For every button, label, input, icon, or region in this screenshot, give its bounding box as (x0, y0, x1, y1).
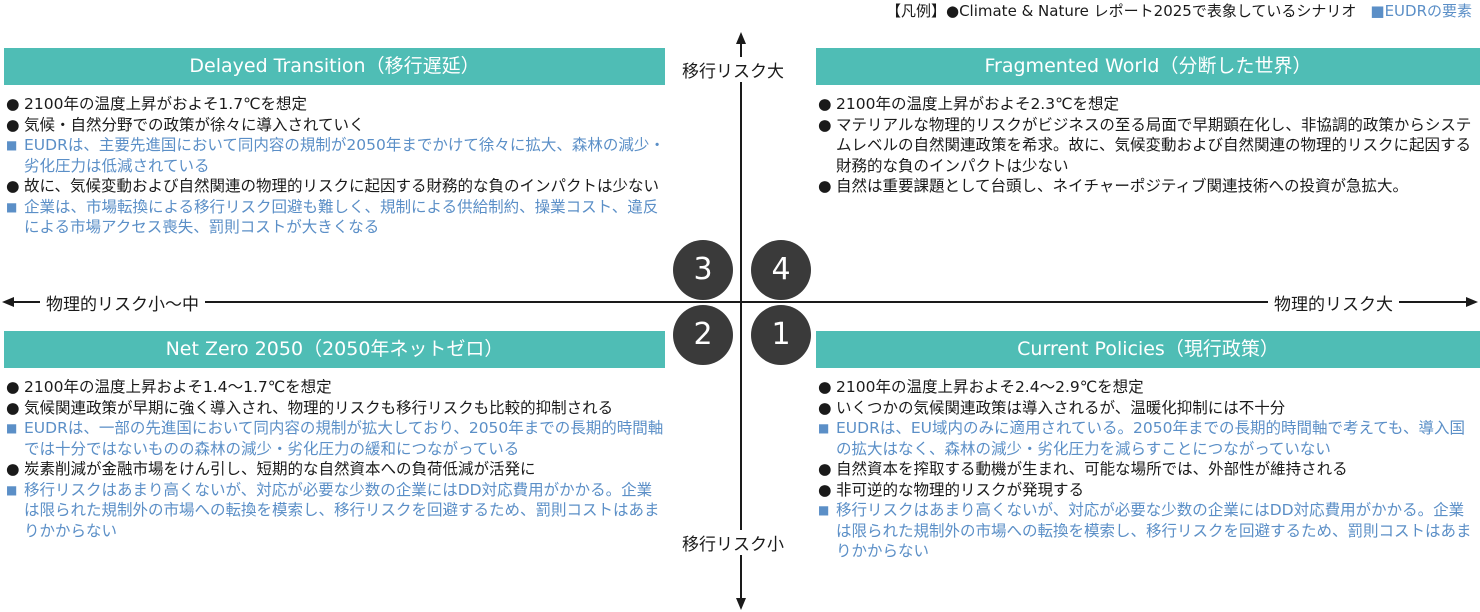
axis-label-left: 物理的リスク小〜中 (40, 290, 205, 315)
badge-4: 4 (751, 240, 811, 300)
scenario-item: ●気候関連政策が早期に強く導入され、物理的リスクも移行リスクも比較的抑制される (6, 398, 666, 419)
axis-label-right: 物理的リスク大 (1268, 290, 1399, 315)
arrow-right-icon (1466, 297, 1478, 307)
item-text: 企業は、市場転換による移行リスク回避も難しく、規制による供給制約、操業コスト、違… (24, 197, 659, 237)
item-text: EUDRは、一部の先進国において同内容の規制が拡大しており、2050年までの長期… (24, 419, 664, 458)
square-bullet-icon: ■ (818, 421, 830, 435)
eudr-item: ■ 企業は、市場転換による移行リスク回避も難しく、規制による供給制約、操業コスト、… (6, 197, 666, 238)
item-text: 2100年の温度上昇がおよそ1.7℃を想定 (24, 95, 308, 113)
eudr-item: ■ 移行リスクはあまり高くないが、対応が必要な少数の企業にはDD対応費用がかかる。… (818, 500, 1478, 562)
scenario-item: ●2100年の温度上昇およそ2.4〜2.9℃を想定 (818, 377, 1478, 398)
arrow-up-icon (736, 32, 746, 44)
axis-label-bottom: 移行リスク小 (678, 530, 788, 555)
item-text: いくつかの気候関連政策は導入されるが、温暖化抑制には不十分 (836, 398, 1286, 417)
scenario-item: ●自然は重要課題として台頭し、ネイチャーポジティブ関連技術への投資が急拡大。 (818, 176, 1478, 197)
scenario-item: ●2100年の温度上昇がおよそ2.3℃を想定 (818, 94, 1478, 115)
item-text: EUDRは、主要先進国において同内容の規制が2050年までかけて徐々に拡大、森林… (24, 136, 665, 175)
scenario-item: ●故に、気候変動および自然関連の物理的リスクに起因する財務的な負のインパクトは少… (6, 176, 666, 197)
badge-3: 3 (673, 240, 733, 300)
circle-bullet-icon: ● (6, 95, 20, 113)
circle-bullet-icon: ● (818, 177, 832, 195)
item-text: 移行リスクはあまり高くないが、対応が必要な少数の企業にはDD対応費用がかかる。企… (836, 501, 1472, 560)
scenario-item: ●マテリアルな物理的リスクがビジネスの至る局面で早期顕在化し、非協調的政策からシ… (818, 115, 1478, 177)
quadrant-title-delayed-transition: Delayed Transition（移行遅延） (4, 48, 665, 85)
eudr-item: ■ 移行リスクはあまり高くないが、対応が必要な少数の企業にはDD対応費用がかかる。… (6, 480, 666, 542)
eudr-item: ■ EUDRは、一部の先進国において同内容の規制が拡大しており、2050年までの長… (6, 418, 666, 459)
eudr-item: ■ EUDRは、主要先進国において同内容の規制が2050年までかけて徐々に拡大、森… (6, 135, 666, 176)
arrow-down-icon (736, 598, 746, 610)
item-text: 気候関連政策が早期に強く導入され、物理的リスクも移行リスクも比較的抑制される (24, 398, 614, 417)
badge-2: 2 (673, 305, 733, 365)
eudr-item: ■ EUDRは、EU域内のみに適用されている。2050年までの長期的時間軸で考えて… (818, 418, 1478, 459)
quadrant-title-net-zero: Net Zero 2050（2050年ネットゼロ） (4, 331, 665, 368)
item-text: 故に、気候変動および自然関連の物理的リスクに起因する財務的な負のインパクトは少な… (24, 177, 660, 195)
quadrant-body-delayed-transition: ●2100年の温度上昇がおよそ1.7℃を想定●気候・自然分野での政策が徐々に導入… (6, 94, 666, 238)
circle-bullet-icon: ● (818, 115, 832, 134)
item-text: 自然資本を搾取する動機が生まれ、可能な場所では、外部性が維持される (836, 460, 1348, 478)
scenario-item: ●自然資本を搾取する動機が生まれ、可能な場所では、外部性が維持される (818, 459, 1478, 480)
item-text: 炭素削減が金融市場をけん引し、短期的な自然資本への負荷低減が活発に (24, 460, 536, 478)
circle-bullet-icon: ● (6, 177, 20, 195)
quadrant-title-fragmented-world: Fragmented World（分断した世界） (816, 48, 1480, 85)
square-bullet-icon: ■ (818, 503, 830, 517)
item-text: 気候・自然分野での政策が徐々に導入されていく (24, 115, 365, 134)
circle-bullet-icon: ● (818, 378, 832, 396)
item-text: 移行リスクはあまり高くないが、対応が必要な少数の企業にはDD対応費用がかかる。企… (24, 480, 660, 540)
quadrant-body-current-policies: ●2100年の温度上昇およそ2.4〜2.9℃を想定●いくつかの気候関連政策は導入… (818, 377, 1478, 562)
item-text: EUDRは、EU域内のみに適用されている。2050年までの長期的時間軸で考えても… (836, 419, 1465, 458)
circle-bullet-icon: ● (818, 480, 832, 499)
item-text: 自然は重要課題として台頭し、ネイチャーポジティブ関連技術への投資が急拡大。 (836, 177, 1408, 195)
circle-bullet-icon: ● (6, 460, 20, 478)
item-text: 非可逆的な物理的リスクが発現する (836, 480, 1085, 499)
circle-bullet-icon: ● (818, 398, 832, 417)
square-bullet-icon: ■ (6, 138, 18, 152)
scenario-item: ●2100年の温度上昇およそ1.4〜1.7℃を想定 (6, 377, 666, 398)
scenario-item: ●2100年の温度上昇がおよそ1.7℃を想定 (6, 94, 666, 115)
item-text: マテリアルな物理的リスクがビジネスの至る局面で早期顕在化し、非協調的政策からシス… (836, 115, 1472, 175)
legend-eudr: ■EUDRの要素 (1370, 2, 1472, 20)
circle-bullet-icon: ● (6, 115, 20, 134)
legend-scenario: 【凡例】●Climate & Nature レポート2025で表象しているシナリ… (885, 2, 1357, 20)
scenario-item: ●いくつかの気候関連政策は導入されるが、温暖化抑制には不十分 (818, 398, 1478, 419)
scenario-item: ●炭素削減が金融市場をけん引し、短期的な自然資本への負荷低減が活発に (6, 459, 666, 480)
quadrant-body-net-zero: ●2100年の温度上昇およそ1.4〜1.7℃を想定●気候関連政策が早期に強く導入… (6, 377, 666, 541)
circle-bullet-icon: ● (818, 460, 832, 478)
circle-bullet-icon: ● (818, 95, 832, 113)
circle-bullet-icon: ● (6, 398, 20, 417)
quadrant-body-fragmented-world: ●2100年の温度上昇がおよそ2.3℃を想定●マテリアルな物理的リスクがビジネス… (818, 94, 1478, 197)
square-bullet-icon: ■ (6, 421, 18, 435)
legend: 【凡例】●Climate & Nature レポート2025で表象しているシナリ… (886, 0, 1472, 22)
quadrant-title-current-policies: Current Policies（現行政策） (816, 331, 1480, 368)
item-text: 2100年の温度上昇およそ2.4〜2.9℃を想定 (836, 378, 1144, 396)
item-text: 2100年の温度上昇がおよそ2.3℃を想定 (836, 95, 1120, 113)
scenario-item: ●気候・自然分野での政策が徐々に導入されていく (6, 115, 666, 136)
badge-1: 1 (751, 305, 811, 365)
arrow-left-icon (2, 297, 14, 307)
square-bullet-icon: ■ (6, 482, 18, 497)
square-bullet-icon: ■ (6, 199, 18, 214)
circle-bullet-icon: ● (6, 378, 20, 396)
axis-label-top: 移行リスク大 (678, 57, 788, 82)
item-text: 2100年の温度上昇およそ1.4〜1.7℃を想定 (24, 378, 332, 396)
scenario-item: ●非可逆的な物理的リスクが発現する (818, 480, 1478, 501)
